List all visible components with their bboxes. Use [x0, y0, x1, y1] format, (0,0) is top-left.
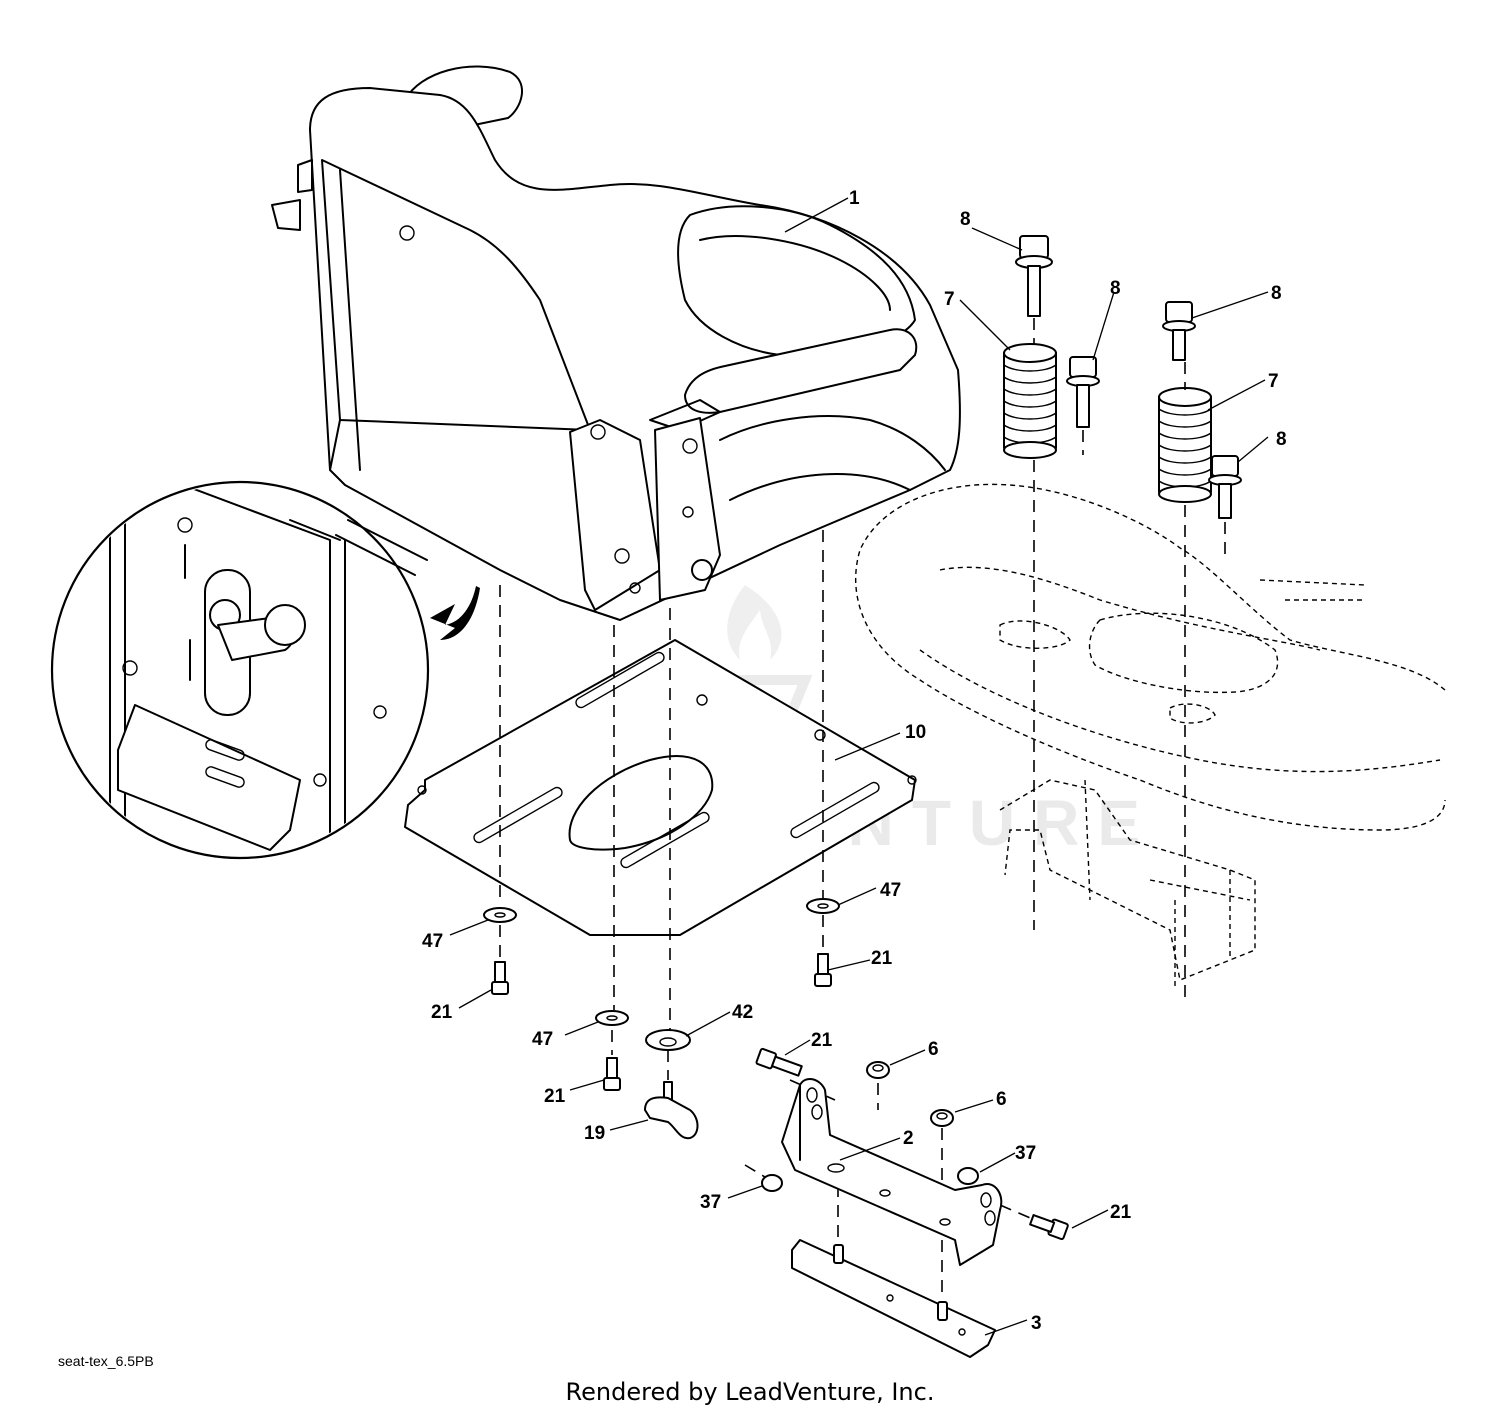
bracket [781, 1078, 1003, 1266]
bolt-c [1162, 301, 1196, 361]
callout-labels: 1 8 8 8 8 7 7 10 47 47 47 21 21 21 21 21… [422, 188, 1287, 1334]
callout-21-e: 21 [1110, 1202, 1132, 1223]
footer-credit: Rendered by LeadVenture, Inc. [565, 1378, 935, 1406]
callout-8-b: 8 [1110, 278, 1121, 299]
leader-lines [449, 197, 1269, 1336]
assembly-lines [499, 318, 1186, 1300]
callout-21-c: 21 [544, 1086, 566, 1107]
seat-plate [404, 639, 917, 936]
callout-37-b: 37 [700, 1192, 721, 1213]
callout-21-a: 21 [871, 948, 893, 969]
callout-47-b: 47 [422, 931, 443, 952]
springs-and-bolts [1003, 235, 1242, 555]
seat-assembly [271, 65, 961, 640]
bolt-a [1015, 235, 1053, 317]
callout-7-b: 7 [1268, 371, 1279, 392]
fender-phantom [855, 483, 1446, 990]
callout-47-a: 47 [880, 880, 901, 901]
callout-47-c: 47 [532, 1029, 553, 1050]
callout-21-b: 21 [431, 1002, 453, 1023]
callout-42: 42 [732, 1002, 753, 1023]
callout-37-a: 37 [1015, 1143, 1036, 1164]
bolt-b [1066, 356, 1100, 428]
callout-3: 3 [1031, 1313, 1042, 1334]
callout-8-c: 8 [1271, 283, 1282, 304]
callout-2: 2 [903, 1128, 914, 1149]
callout-21-d: 21 [811, 1030, 833, 1051]
callout-8-a: 8 [960, 209, 971, 230]
callout-6-a: 6 [928, 1039, 939, 1060]
callout-1: 1 [849, 188, 860, 209]
callout-10: 10 [905, 722, 926, 743]
spring-right [1158, 387, 1212, 503]
diagram-code: seat-tex_6.5PB [58, 1353, 154, 1369]
bolt-d [1208, 455, 1242, 519]
base-plate [791, 1239, 996, 1358]
callout-7-a: 7 [944, 289, 955, 310]
detail-inset [50, 480, 430, 860]
callout-19: 19 [584, 1123, 605, 1144]
lower-hardware [483, 898, 1069, 1241]
spring-left [1003, 343, 1057, 459]
callout-6-b: 6 [996, 1089, 1007, 1110]
callout-8-d: 8 [1276, 429, 1287, 450]
